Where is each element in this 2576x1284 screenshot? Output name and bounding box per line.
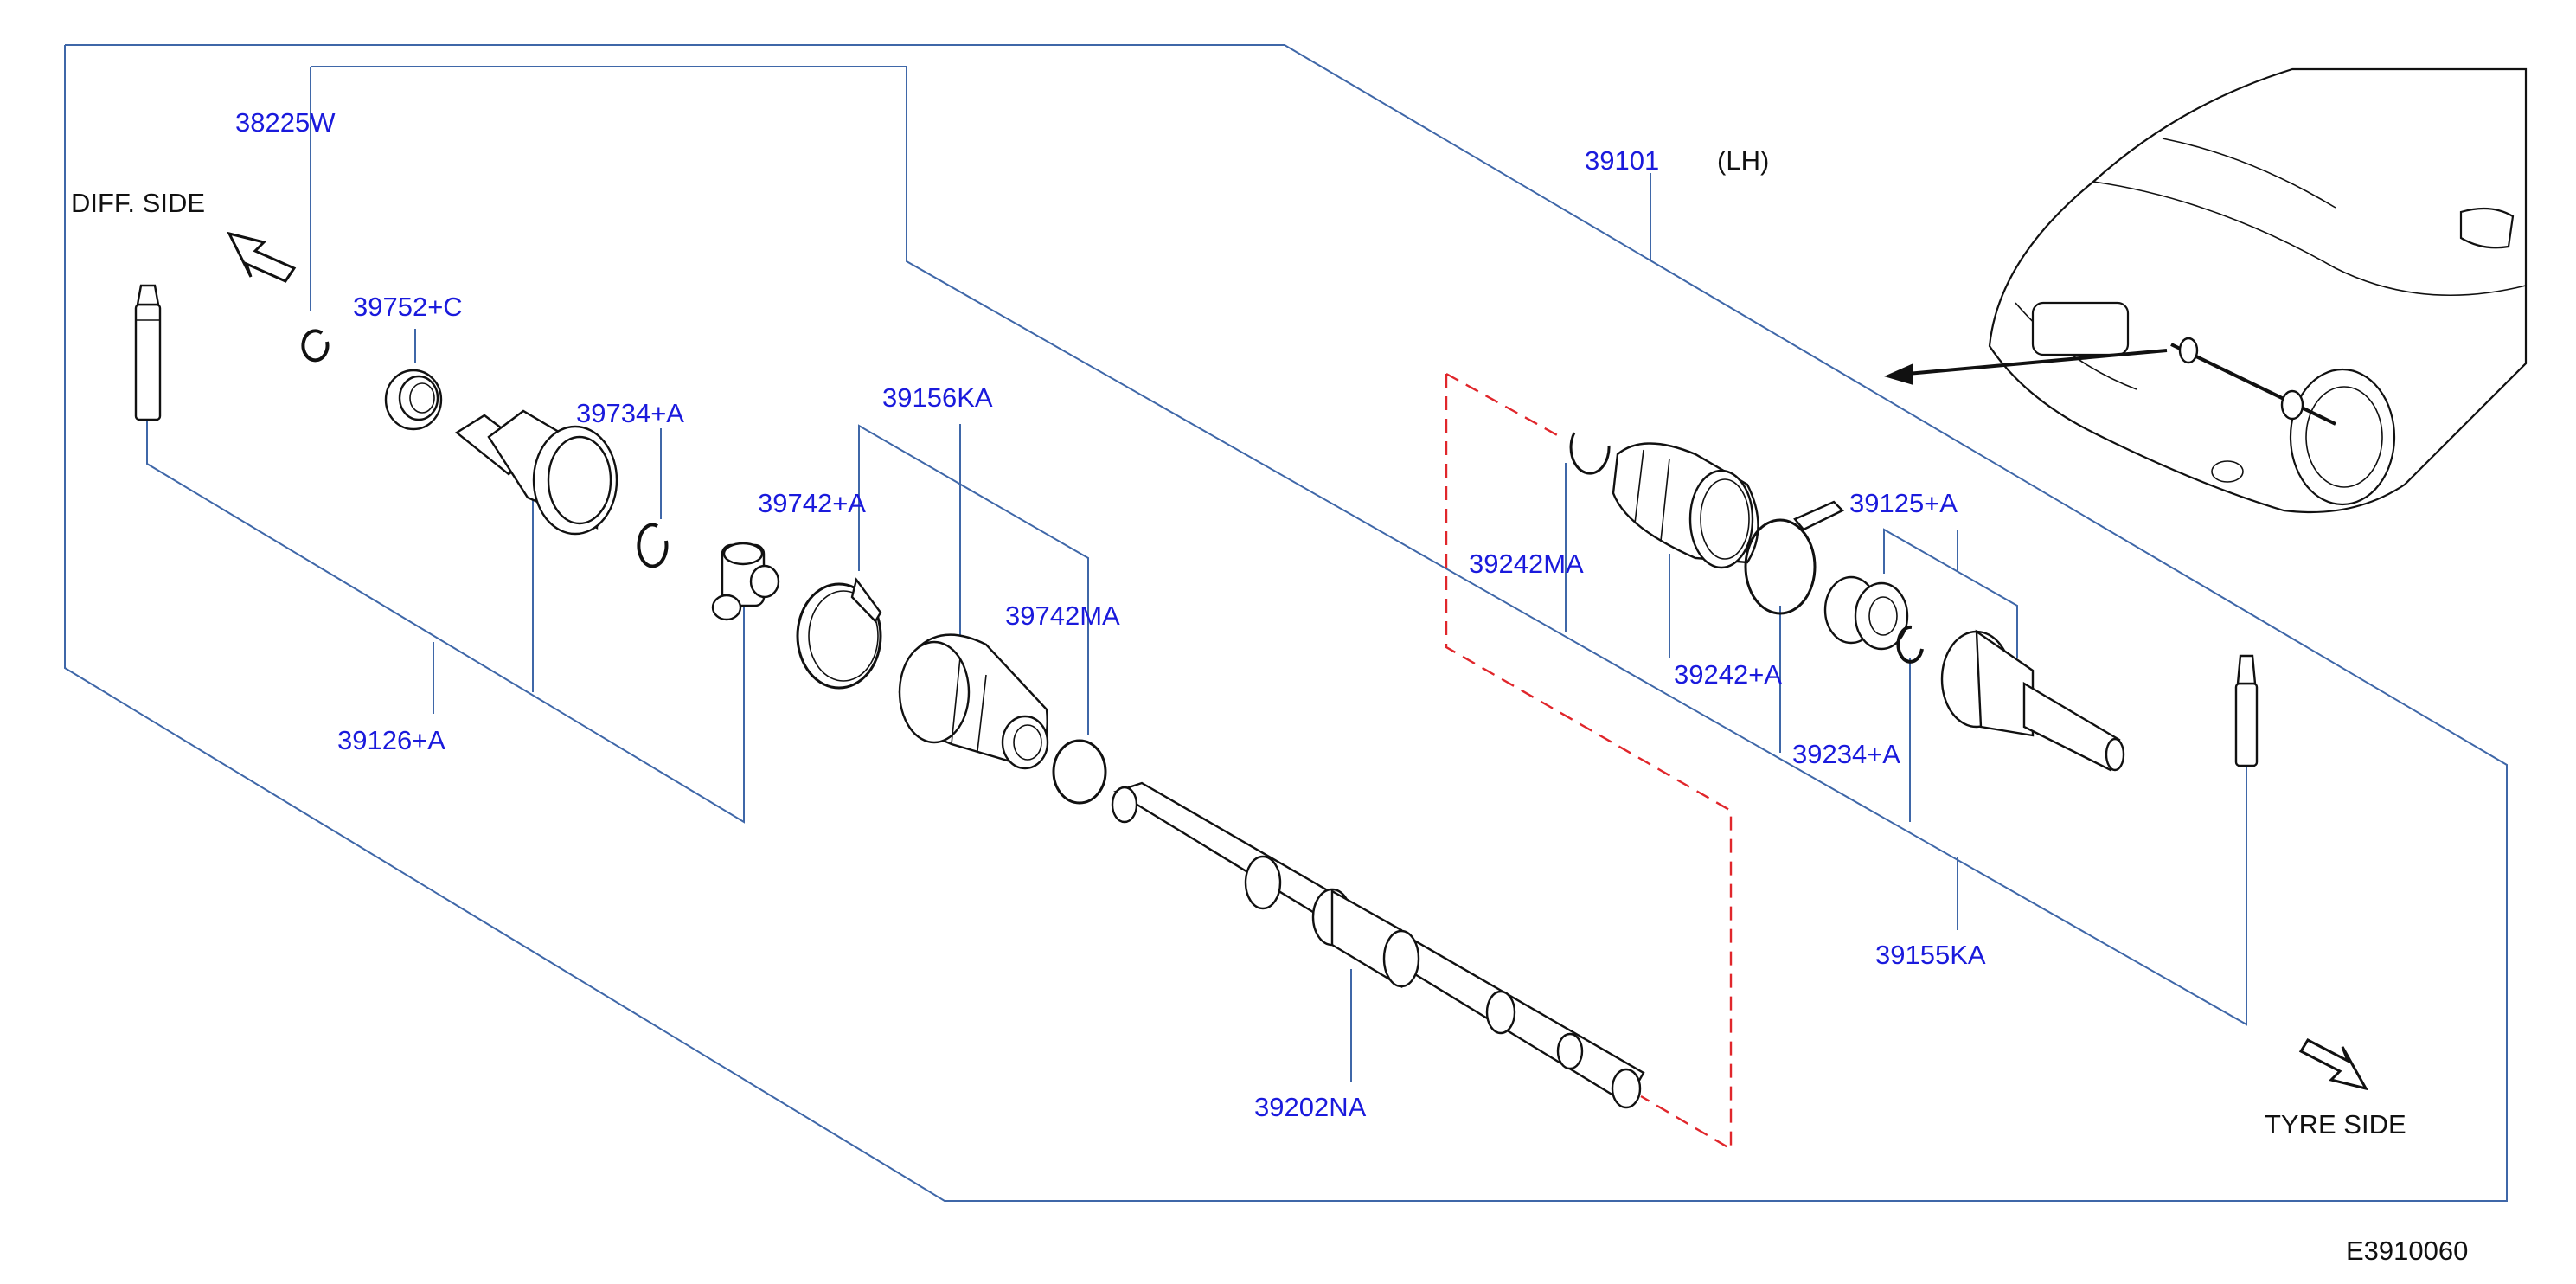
leader-39125A (1883, 528, 2018, 658)
part-label-39242A: 39242+A (1674, 659, 1782, 690)
outer-joint-39125A (1940, 629, 2125, 772)
inner-race (1823, 575, 1909, 651)
assembly-outline (64, 44, 2508, 1202)
part-label-39242MA: 39242MA (1469, 549, 1584, 579)
part-label-39126A: 39126+A (337, 725, 445, 755)
diff-side-pin (134, 284, 162, 421)
boot-band-39242A (1744, 500, 1845, 615)
part-label-39234A: 39234+A (1792, 739, 1900, 769)
circlip-39234A (1896, 625, 1924, 664)
tyre-side-arrow-icon (2298, 1038, 2369, 1091)
part-label-39742MA: 39742MA (1005, 600, 1120, 631)
drive-shaft-39202NA (1111, 781, 1645, 1109)
boot-band-39742MA (1052, 739, 1107, 805)
part-label-39752C: 39752+C (353, 292, 463, 322)
inner-joint-housing-39126A (454, 409, 618, 536)
part-label-39202NA: 39202NA (1254, 1092, 1367, 1122)
part-label-39155KA: 39155KA (1875, 940, 1986, 970)
side-note: (LH) (1717, 145, 1769, 176)
circlip-39734A (637, 523, 669, 568)
vehicle-location-icon (1988, 67, 2528, 514)
inner-boot-39156KA (898, 633, 1049, 770)
outer-boot-kit-outline-top (1445, 372, 1561, 439)
part-label-38225W: 38225W (235, 107, 336, 138)
diff-side-arrow-icon (227, 231, 297, 283)
figure-code: E3910060 (2346, 1236, 2468, 1266)
part-label-39156KA: 39156KA (882, 382, 993, 413)
part-label-39742A: 39742+A (758, 488, 866, 518)
outer-boot (1612, 442, 1759, 569)
tyre-side-note: TYRE SIDE (2265, 1109, 2406, 1140)
inner-group-outline (311, 66, 2247, 1026)
outer-boot-kit-outline (1445, 374, 1733, 1152)
seal-39752C (384, 369, 443, 431)
leader-39126A (146, 420, 745, 824)
boot-band-39742A (796, 577, 882, 690)
boot-band-39242MA (1569, 432, 1611, 475)
part-label-39101: 39101 (1585, 145, 1659, 176)
part-label-39125A: 39125+A (1849, 488, 1958, 518)
tripod-joint (711, 542, 780, 621)
diff-side-note: DIFF. SIDE (71, 188, 205, 218)
part-label-39734A: 39734+A (576, 398, 684, 428)
tyre-side-pin (2234, 654, 2259, 767)
vehicle-pointer-arrow-icon (1884, 349, 2168, 385)
snap-ring-38225W (301, 329, 330, 363)
